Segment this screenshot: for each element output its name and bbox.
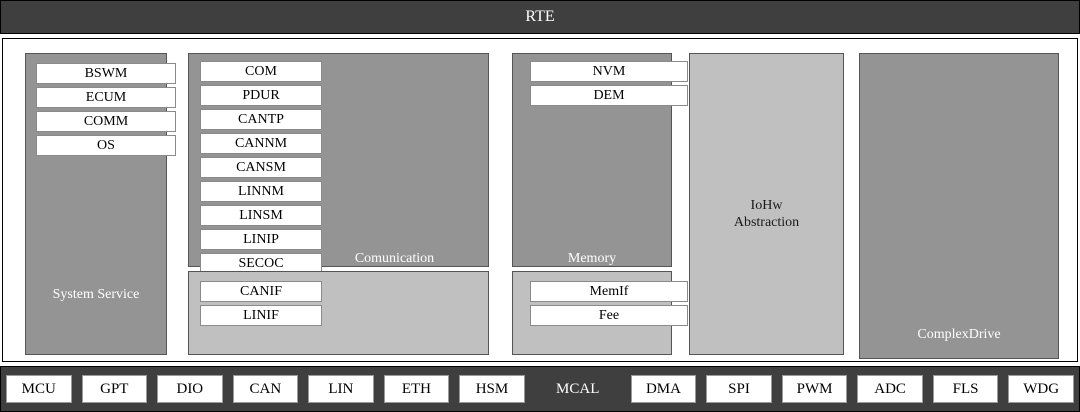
- module-chip[interactable]: Fee: [530, 305, 688, 326]
- communication-hw-module-list: CANIF LINIF: [189, 272, 322, 329]
- mcal-layer-bar: MCU GPT DIO CAN LIN ETH HSM MCAL DMA SPI…: [0, 366, 1080, 412]
- module-chip[interactable]: MemIf: [530, 281, 688, 302]
- mcal-module-chip[interactable]: FLS: [932, 375, 999, 403]
- mcal-module-chip[interactable]: DIO: [157, 375, 223, 403]
- block-label-communication: Comunication: [354, 251, 435, 266]
- module-chip[interactable]: CANNM: [200, 133, 322, 154]
- block-memory-hardware-abstraction[interactable]: MemIf Fee: [512, 271, 688, 355]
- block-label-complex-drive: ComplexDrive: [917, 327, 1001, 342]
- mcal-module-chip[interactable]: GPT: [81, 375, 148, 403]
- module-chip[interactable]: LINSM: [200, 205, 322, 226]
- module-chip[interactable]: LINIF: [200, 305, 322, 326]
- mcal-module-chip[interactable]: ADC: [857, 375, 923, 403]
- module-chip[interactable]: PDUR: [200, 85, 322, 106]
- module-chip[interactable]: LINIP: [200, 229, 322, 250]
- mcal-module-chip[interactable]: SPI: [706, 375, 772, 403]
- module-chip[interactable]: COMM: [36, 111, 176, 132]
- block-communication[interactable]: COM PDUR CANTP CANNM CANSM LINNM LINSM L…: [188, 53, 489, 298]
- mcal-module-chip[interactable]: MCU: [6, 375, 72, 403]
- module-chip[interactable]: BSWM: [36, 63, 176, 84]
- memory-module-list: NVM DEM: [513, 54, 705, 109]
- module-chip[interactable]: DEM: [530, 85, 688, 106]
- module-chip[interactable]: OS: [36, 135, 176, 156]
- module-chip[interactable]: CANTP: [200, 109, 322, 130]
- block-memory[interactable]: NVM DEM Memory: [512, 53, 688, 267]
- mcal-module-chip[interactable]: WDG: [1008, 375, 1074, 403]
- block-complex-drive[interactable]: ComplexDrive: [859, 53, 1059, 359]
- mcal-module-chip[interactable]: PWM: [781, 375, 848, 403]
- system-service-module-list: BSWM ECUM COMM OS: [26, 54, 186, 159]
- mcal-module-chip[interactable]: DMA: [630, 375, 697, 403]
- module-chip[interactable]: NVM: [530, 61, 688, 82]
- rte-label: RTE: [525, 8, 555, 25]
- mcal-module-chip[interactable]: CAN: [232, 375, 299, 403]
- module-chip[interactable]: CANSM: [200, 157, 322, 178]
- memory-hw-module-list: MemIf Fee: [513, 272, 705, 329]
- block-label-iohw-abstraction-line2: Abstraction: [733, 215, 800, 230]
- block-label-iohw-abstraction-line1: IoHw: [750, 198, 783, 213]
- block-communication-hardware-abstraction[interactable]: CANIF LINIF: [188, 271, 489, 355]
- block-system-service[interactable]: BSWM ECUM COMM OS System Service: [25, 53, 176, 355]
- mcal-module-chip[interactable]: HSM: [459, 375, 525, 403]
- mcal-module-chip[interactable]: LIN: [308, 375, 374, 403]
- module-chip[interactable]: ECUM: [36, 87, 176, 108]
- module-chip[interactable]: LINNM: [200, 181, 322, 202]
- module-chip[interactable]: COM: [200, 61, 322, 82]
- communication-module-list: COM PDUR CANTP CANNM CANSM LINNM LINSM L…: [189, 54, 322, 301]
- block-label-memory: Memory: [567, 251, 617, 266]
- mcal-module-chip[interactable]: ETH: [383, 375, 450, 403]
- rte-layer-bar: RTE: [0, 0, 1080, 34]
- module-chip[interactable]: CANIF: [200, 281, 322, 302]
- bsw-layer-panel: BSWM ECUM COMM OS System Service COM PDU…: [2, 38, 1078, 362]
- block-label-system-service: System Service: [52, 287, 140, 302]
- block-iohw-abstraction[interactable]: IoHw Abstraction: [689, 53, 844, 355]
- mcal-label: MCAL: [556, 380, 600, 397]
